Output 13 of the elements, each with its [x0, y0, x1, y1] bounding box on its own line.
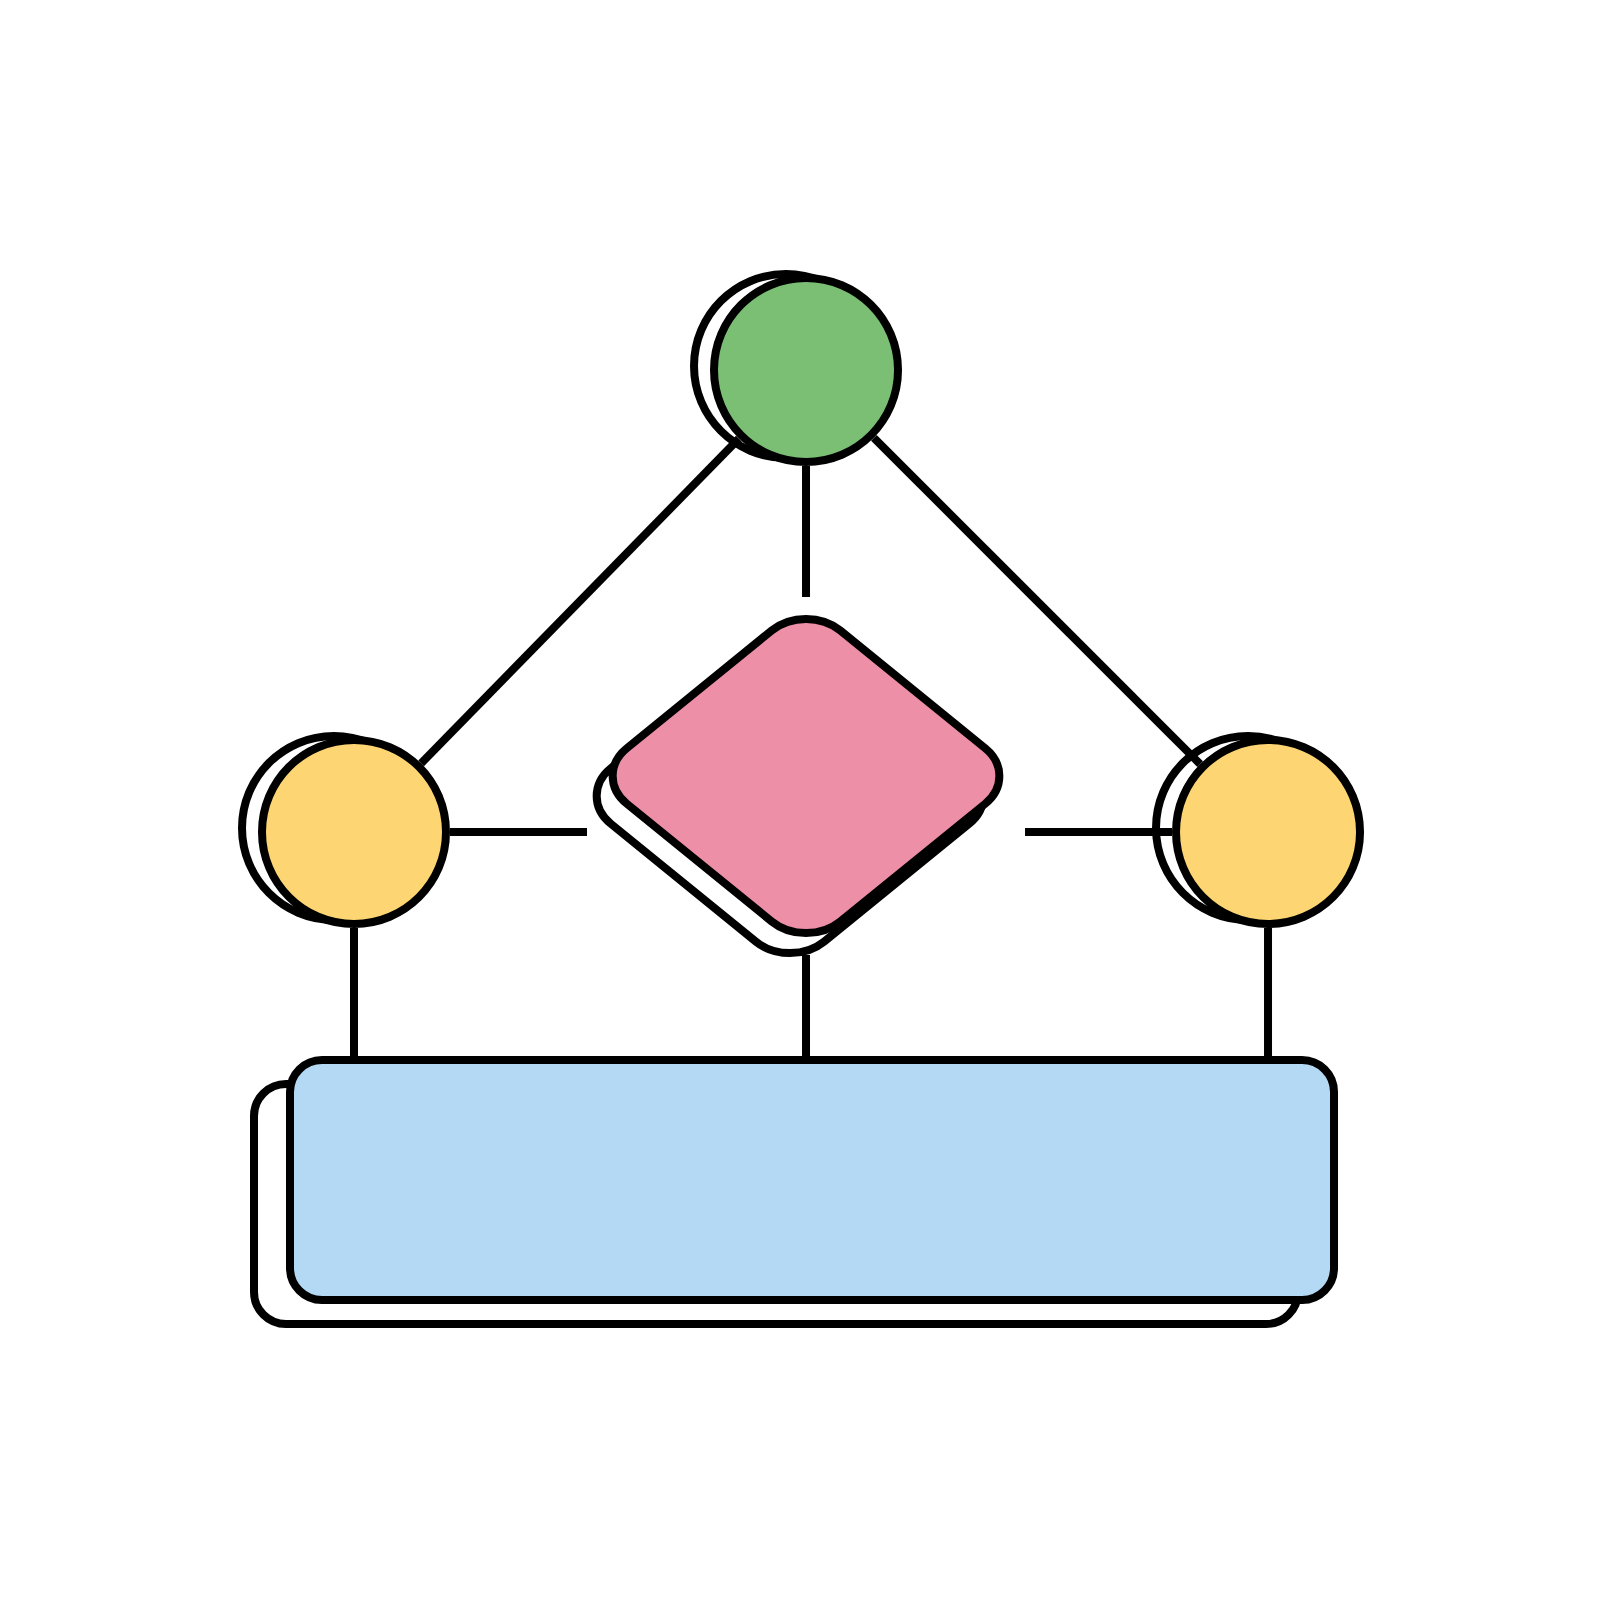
- connector-line: [802, 955, 810, 1056]
- connector-line: [1264, 928, 1272, 1056]
- circle-node: [690, 270, 902, 466]
- connector-line: [871, 435, 1203, 767]
- connector-line: [418, 435, 742, 767]
- circle-node: [1152, 732, 1364, 928]
- connector-line: [350, 928, 358, 1056]
- connector-line: [802, 466, 810, 597]
- rounded-bar: [250, 1056, 1338, 1328]
- connector-line: [1025, 828, 1172, 836]
- connector-line: [450, 828, 587, 836]
- circle-node: [238, 732, 450, 928]
- diamond-node: [592, 614, 1004, 958]
